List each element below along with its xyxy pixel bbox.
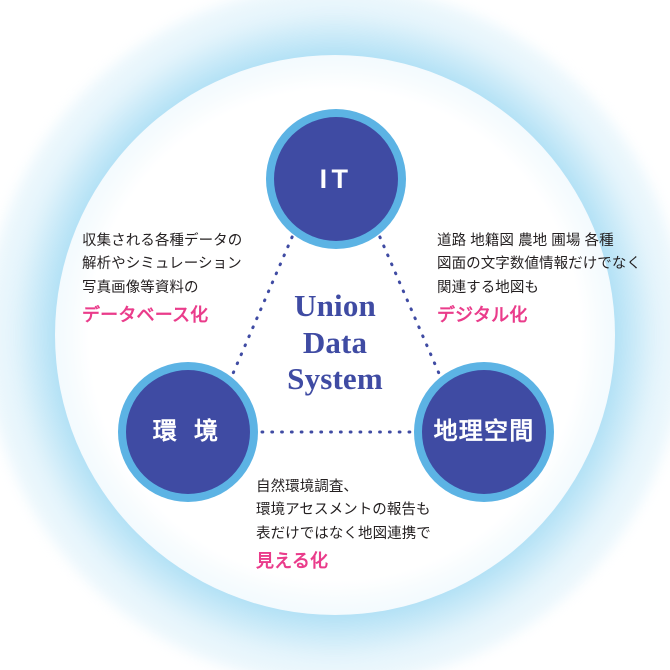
center-wordmark-line-2: Data xyxy=(302,324,368,360)
annotation-visualize-line-3: 表だけではなく地図連携で xyxy=(256,525,431,542)
connector-it-geo xyxy=(374,226,446,387)
annotation-visualize-line-1: 自然環境調査、 xyxy=(256,479,359,495)
annotation-database-line-1: 収集される各種データの xyxy=(82,233,243,249)
node-it-label: IT xyxy=(319,163,353,194)
annotation-visualize-line-2: 環境アセスメントの報告も xyxy=(256,502,431,519)
annotation-database: 収集される各種データの 解析やシミュレーション 写真画像等資料の データベース化 xyxy=(82,230,242,328)
center-wordmark-line-3: System xyxy=(287,361,383,397)
node-environment-label: 環 境 xyxy=(152,418,224,445)
node-it[interactable]: IT xyxy=(266,109,406,249)
node-it-core xyxy=(274,117,398,241)
annotation-digital: 道路 地籍図 農地 圃場 各種 図面の文字数値情報だけでなく 関連する地図も デ… xyxy=(437,230,641,328)
annotation-database-line-3: 写真画像等資料の xyxy=(82,279,199,296)
connector-it-env xyxy=(226,226,298,387)
annotation-digital-line-2: 図面の文字数値情報だけでなく xyxy=(437,256,642,273)
annotation-visualize: 自然環境調査、 環境アセスメントの報告も 表だけではなく地図連携で 見える化 xyxy=(256,476,431,574)
node-geospatial-core xyxy=(422,370,546,494)
node-geospatial-label: 地理空間 xyxy=(433,418,535,445)
annotation-digital-line-3: 関連する地図も xyxy=(437,279,540,296)
node-environment-core xyxy=(126,370,250,494)
annotation-database-line-2: 解析やシミュレーション xyxy=(82,256,242,273)
center-wordmark: Union Data System xyxy=(255,288,415,398)
annotation-digital-accent: デジタル化 xyxy=(437,305,528,326)
annotation-visualize-accent: 見える化 xyxy=(256,551,329,572)
annotation-digital-line-1: 道路 地籍図 農地 圃場 各種 xyxy=(437,233,614,249)
node-geospatial[interactable]: 地理空間 xyxy=(414,362,554,502)
center-wordmark-line-1: Union xyxy=(294,288,376,323)
annotation-database-accent: データベース化 xyxy=(82,305,209,326)
node-environment[interactable]: 環 境 xyxy=(118,362,258,502)
